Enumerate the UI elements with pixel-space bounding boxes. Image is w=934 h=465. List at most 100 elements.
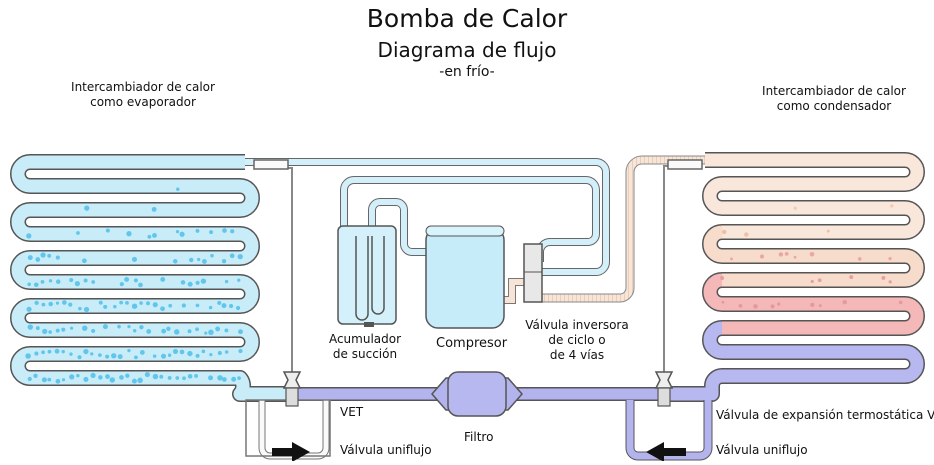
bubble [160, 353, 167, 359]
bubble [160, 306, 165, 312]
bubble [730, 257, 733, 261]
bubble [124, 276, 130, 282]
condenser-label-line2: como condensador [776, 99, 892, 113]
bubble [224, 350, 229, 354]
bubble [826, 229, 830, 233]
bubble [759, 254, 765, 259]
bubble [172, 348, 179, 355]
bubble [180, 280, 186, 285]
bubble [83, 306, 90, 313]
bubble [881, 275, 886, 280]
bubble [160, 276, 166, 282]
bubble [41, 377, 47, 383]
bubble [187, 281, 193, 287]
bubble [47, 349, 52, 354]
bubble [208, 375, 214, 381]
accumulator-label-line1: Acumulador [328, 332, 402, 346]
bubble [168, 303, 173, 308]
bubble [195, 327, 199, 332]
bubble [83, 348, 89, 355]
bubble [238, 348, 243, 354]
bubble [753, 304, 758, 309]
bubble [131, 256, 138, 262]
bubble [119, 282, 124, 287]
bubble [152, 233, 157, 238]
bubble [195, 353, 200, 358]
bubble [215, 326, 221, 332]
bubble [48, 279, 53, 283]
bubble [208, 329, 214, 336]
bubble [152, 373, 159, 380]
bubble [230, 229, 235, 234]
bubble [810, 302, 815, 308]
bubble [144, 372, 150, 378]
bubble [145, 301, 150, 306]
accumulator-label: Acumulador de succión [322, 332, 408, 362]
bubble [173, 329, 180, 335]
bubble [209, 230, 214, 235]
bubble [817, 278, 822, 283]
bubble [152, 302, 158, 308]
diagram-title: Bomba de Calor [366, 4, 568, 33]
check-valve-right-arrow-icon [646, 442, 686, 462]
bubble [131, 303, 138, 309]
bubble [90, 372, 96, 379]
bubble [34, 351, 39, 356]
bubble [69, 374, 75, 380]
bubble [738, 303, 743, 308]
reversing-valve-label: Válvula inversora de ciclo o de 4 vías [522, 318, 632, 363]
bubble [83, 278, 88, 283]
bubble [138, 282, 143, 288]
bubble [69, 352, 73, 356]
bubble [167, 375, 172, 380]
filter [431, 371, 523, 417]
bubble [134, 355, 138, 360]
bubble [105, 228, 110, 233]
bubble [721, 300, 725, 304]
bubble [126, 231, 132, 237]
bubble [47, 377, 52, 382]
bubble [181, 303, 186, 308]
bubble [147, 234, 152, 239]
bubble [78, 306, 82, 311]
bubble [35, 326, 40, 331]
bubble [139, 301, 143, 305]
bubble [76, 373, 80, 378]
compressor [425, 225, 505, 329]
vet-left [282, 371, 302, 407]
bubble [125, 300, 129, 305]
bubble [187, 329, 192, 334]
bubble [778, 252, 784, 257]
bubble [117, 354, 123, 360]
bubble [84, 205, 90, 211]
bubble [208, 305, 213, 310]
bubble [48, 330, 52, 334]
vet-right-label: Válvula de expansión termostática VET [716, 408, 934, 422]
bubble [189, 257, 194, 263]
bubble [131, 378, 137, 384]
bubble [27, 282, 32, 287]
check-valve-left-arrow-icon [272, 442, 310, 462]
bubble [721, 229, 727, 235]
condenser-label: Intercambiador de calor como condensador [744, 84, 924, 114]
bubble [182, 376, 186, 381]
bubble [237, 376, 241, 381]
bubble [161, 328, 167, 334]
bubble [91, 280, 96, 284]
bubble [217, 375, 223, 381]
evaporator-label-line2: como evaporador [90, 95, 196, 109]
bubble [82, 325, 88, 331]
bubble [224, 279, 229, 284]
left-bypass-loop [245, 399, 331, 460]
bubble [125, 373, 130, 378]
compressor-label: Compresor [436, 336, 508, 351]
reversing-label-line2: de ciclo o [548, 333, 606, 347]
bubble [68, 302, 73, 307]
bubble [27, 376, 32, 382]
bubble [195, 303, 200, 308]
bubble [117, 324, 121, 329]
reversing-label-line1: Válvula inversora [525, 318, 629, 332]
bubble [25, 353, 31, 359]
bubble [146, 329, 152, 334]
vet-left-label: VET [340, 405, 364, 419]
